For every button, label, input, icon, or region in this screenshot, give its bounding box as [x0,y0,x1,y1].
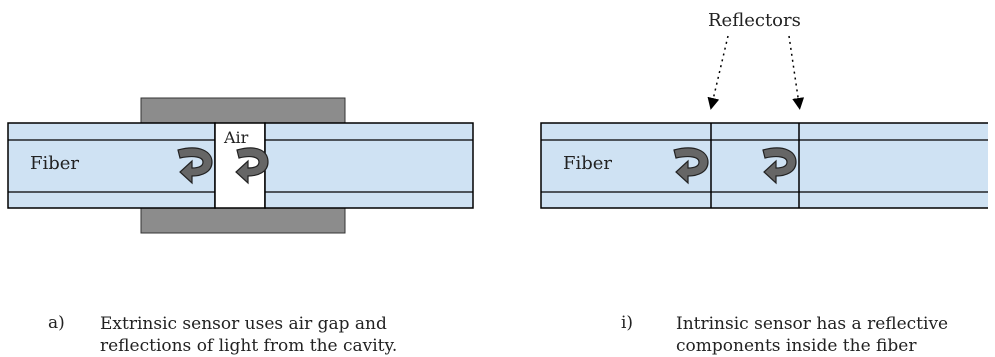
caption-letter-i: i) [621,313,634,333]
air-gap [214,122,266,209]
extrinsic-sensor [7,97,474,234]
reflectors-label: Reflectors [708,10,801,31]
reflection-arrow-1 [177,147,213,185]
reflection-arrow-2 [235,147,269,185]
reflection-arrow-4 [762,147,797,185]
intrinsic-caption: Intrinsic sensor has a reflective compon… [676,313,948,357]
fiber-left-segment [7,122,216,209]
extrinsic-caption: Extrinsic sensor uses air gap and reflec… [100,313,397,357]
extrinsic-caption-line1: Extrinsic sensor uses air gap and [100,314,387,334]
reflector-pointer-1 [707,35,729,110]
housing-top [140,97,346,125]
fiber-label-right: Fiber [563,153,613,174]
intrinsic-sensor [540,35,995,210]
fiber-label-left: Fiber [30,153,80,174]
caption-letter-a: a) [48,313,65,333]
extrinsic-caption-line2: reflections of light from the cavity. [100,336,398,356]
reflector-pointer-2 [788,35,805,110]
air-label: Air [224,128,249,147]
intrinsic-caption-line1: Intrinsic sensor has a reflective [676,314,949,334]
intrinsic-caption-line2: components inside the fiber [676,336,917,356]
fiber-intrinsic [540,122,995,210]
reflection-arrow-3 [673,147,709,185]
fiber-right-segment [264,122,474,209]
housing-bottom [140,206,346,234]
